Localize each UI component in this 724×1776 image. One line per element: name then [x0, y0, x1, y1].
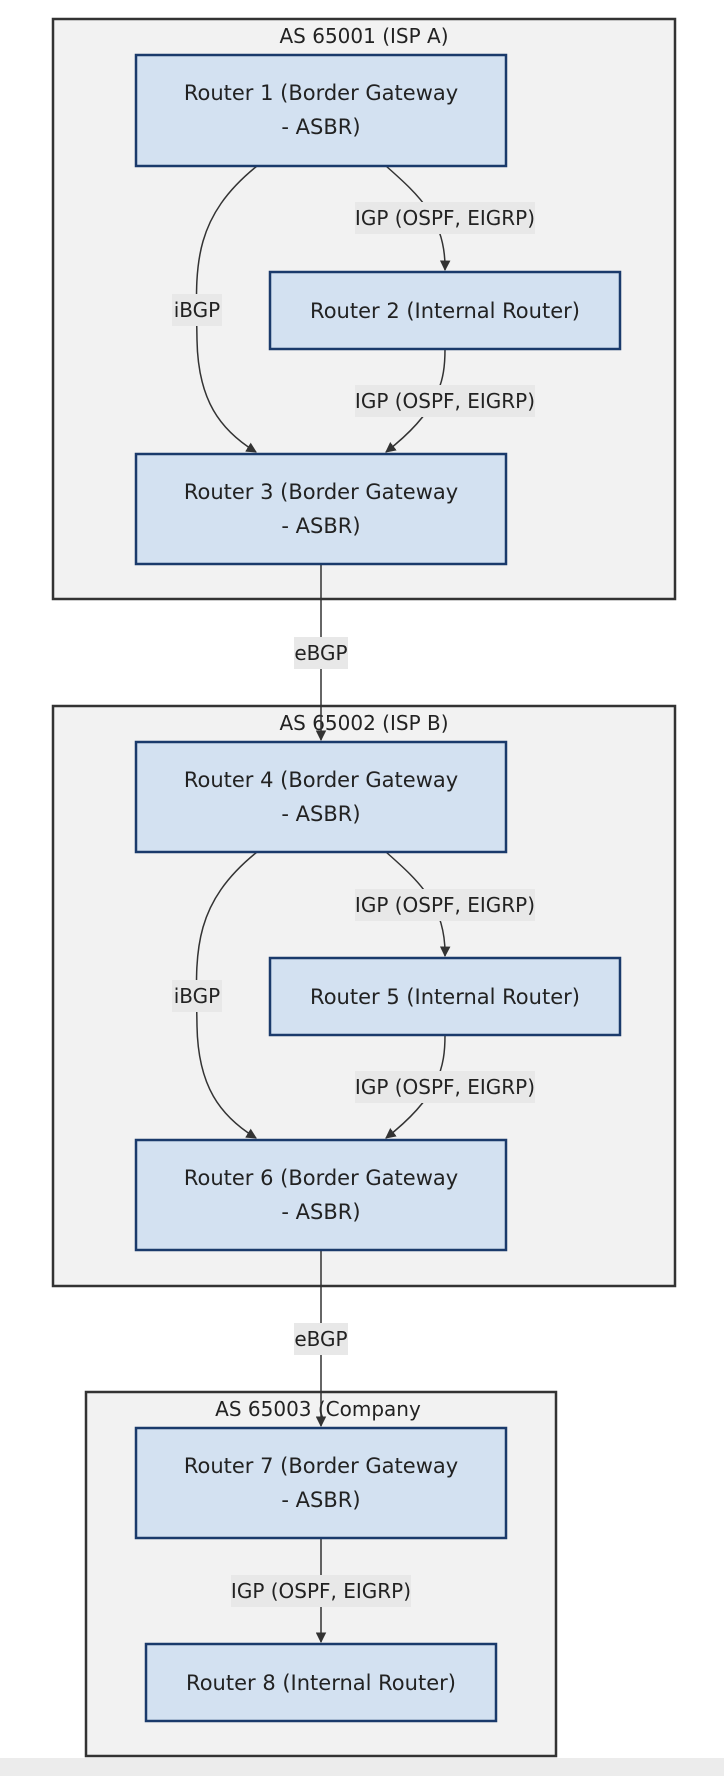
svg-text:IGP (OSPF, EIGRP): IGP (OSPF, EIGRP): [355, 389, 535, 413]
edge-label-r6-r7: eBGP: [294, 1323, 348, 1355]
router-7-node[interactable]: Router 7 (Border Gateway - ASBR): [134, 1426, 508, 1540]
edge-label-r4-r5: IGP (OSPF, EIGRP): [355, 889, 535, 921]
svg-text:eBGP: eBGP: [294, 1327, 347, 1351]
nodes: Router 1 (Border Gateway - ASBR) Router …: [134, 53, 622, 1723]
router-3-node[interactable]: Router 3 (Border Gateway - ASBR): [134, 452, 508, 566]
bottom-scroll-area: [0, 1758, 724, 1776]
svg-text:- ASBR): - ASBR): [281, 802, 360, 826]
svg-text:Router 8 (Internal Router): Router 8 (Internal Router): [186, 1671, 456, 1695]
edge-label-r4-r6: iBGP: [172, 980, 222, 1012]
svg-text:- ASBR): - ASBR): [281, 514, 360, 538]
svg-text:Router 6 (Border Gateway: Router 6 (Border Gateway: [184, 1166, 458, 1190]
edge-labels: IGP (OSPF, EIGRP) iBGP IGP (OSPF, EIGRP)…: [172, 202, 535, 1607]
router-5-node[interactable]: Router 5 (Internal Router): [268, 956, 622, 1037]
svg-text:Router 3 (Border Gateway: Router 3 (Border Gateway: [184, 480, 458, 504]
svg-text:Router 4 (Border Gateway: Router 4 (Border Gateway: [184, 768, 458, 792]
svg-text:Router 1 (Border Gateway: Router 1 (Border Gateway: [184, 81, 458, 105]
svg-text:Router 2 (Internal Router): Router 2 (Internal Router): [310, 299, 580, 323]
edge-label-r1-r3: iBGP: [172, 294, 222, 326]
router-2-node[interactable]: Router 2 (Internal Router): [268, 270, 622, 351]
cluster-title: AS 65003 (Company: [215, 1397, 421, 1421]
svg-text:- ASBR): - ASBR): [281, 1200, 360, 1224]
svg-text:- ASBR): - ASBR): [281, 115, 360, 139]
router-1-node[interactable]: Router 1 (Border Gateway - ASBR): [134, 53, 508, 168]
svg-text:IGP (OSPF, EIGRP): IGP (OSPF, EIGRP): [355, 1075, 535, 1099]
cluster-title: AS 65002 (ISP B): [279, 711, 448, 735]
svg-text:IGP (OSPF, EIGRP): IGP (OSPF, EIGRP): [355, 893, 535, 917]
svg-text:IGP (OSPF, EIGRP): IGP (OSPF, EIGRP): [355, 206, 535, 230]
edge-label-r5-r6: IGP (OSPF, EIGRP): [355, 1071, 535, 1103]
edge-r4-r6: [195, 851, 258, 1139]
edge-r1-r3: [195, 165, 258, 453]
edge-label-r3-r4: eBGP: [294, 637, 348, 669]
router-6-node[interactable]: Router 6 (Border Gateway - ASBR): [134, 1138, 508, 1252]
edge-label-r7-r8: IGP (OSPF, EIGRP): [231, 1575, 411, 1607]
svg-text:- ASBR): - ASBR): [281, 1488, 360, 1512]
router-8-node[interactable]: Router 8 (Internal Router): [144, 1642, 498, 1723]
svg-text:iBGP: iBGP: [174, 984, 220, 1008]
router-4-node[interactable]: Router 4 (Border Gateway - ASBR): [134, 740, 508, 854]
edge-label-r2-r3: IGP (OSPF, EIGRP): [355, 385, 535, 417]
svg-text:eBGP: eBGP: [294, 641, 347, 665]
svg-text:Router 7 (Border Gateway: Router 7 (Border Gateway: [184, 1454, 458, 1478]
svg-text:Router 5 (Internal Router): Router 5 (Internal Router): [310, 985, 580, 1009]
svg-text:IGP (OSPF, EIGRP): IGP (OSPF, EIGRP): [231, 1579, 411, 1603]
svg-text:iBGP: iBGP: [174, 298, 220, 322]
edge-label-r1-r2: IGP (OSPF, EIGRP): [355, 202, 535, 234]
cluster-title: AS 65001 (ISP A): [279, 24, 448, 48]
